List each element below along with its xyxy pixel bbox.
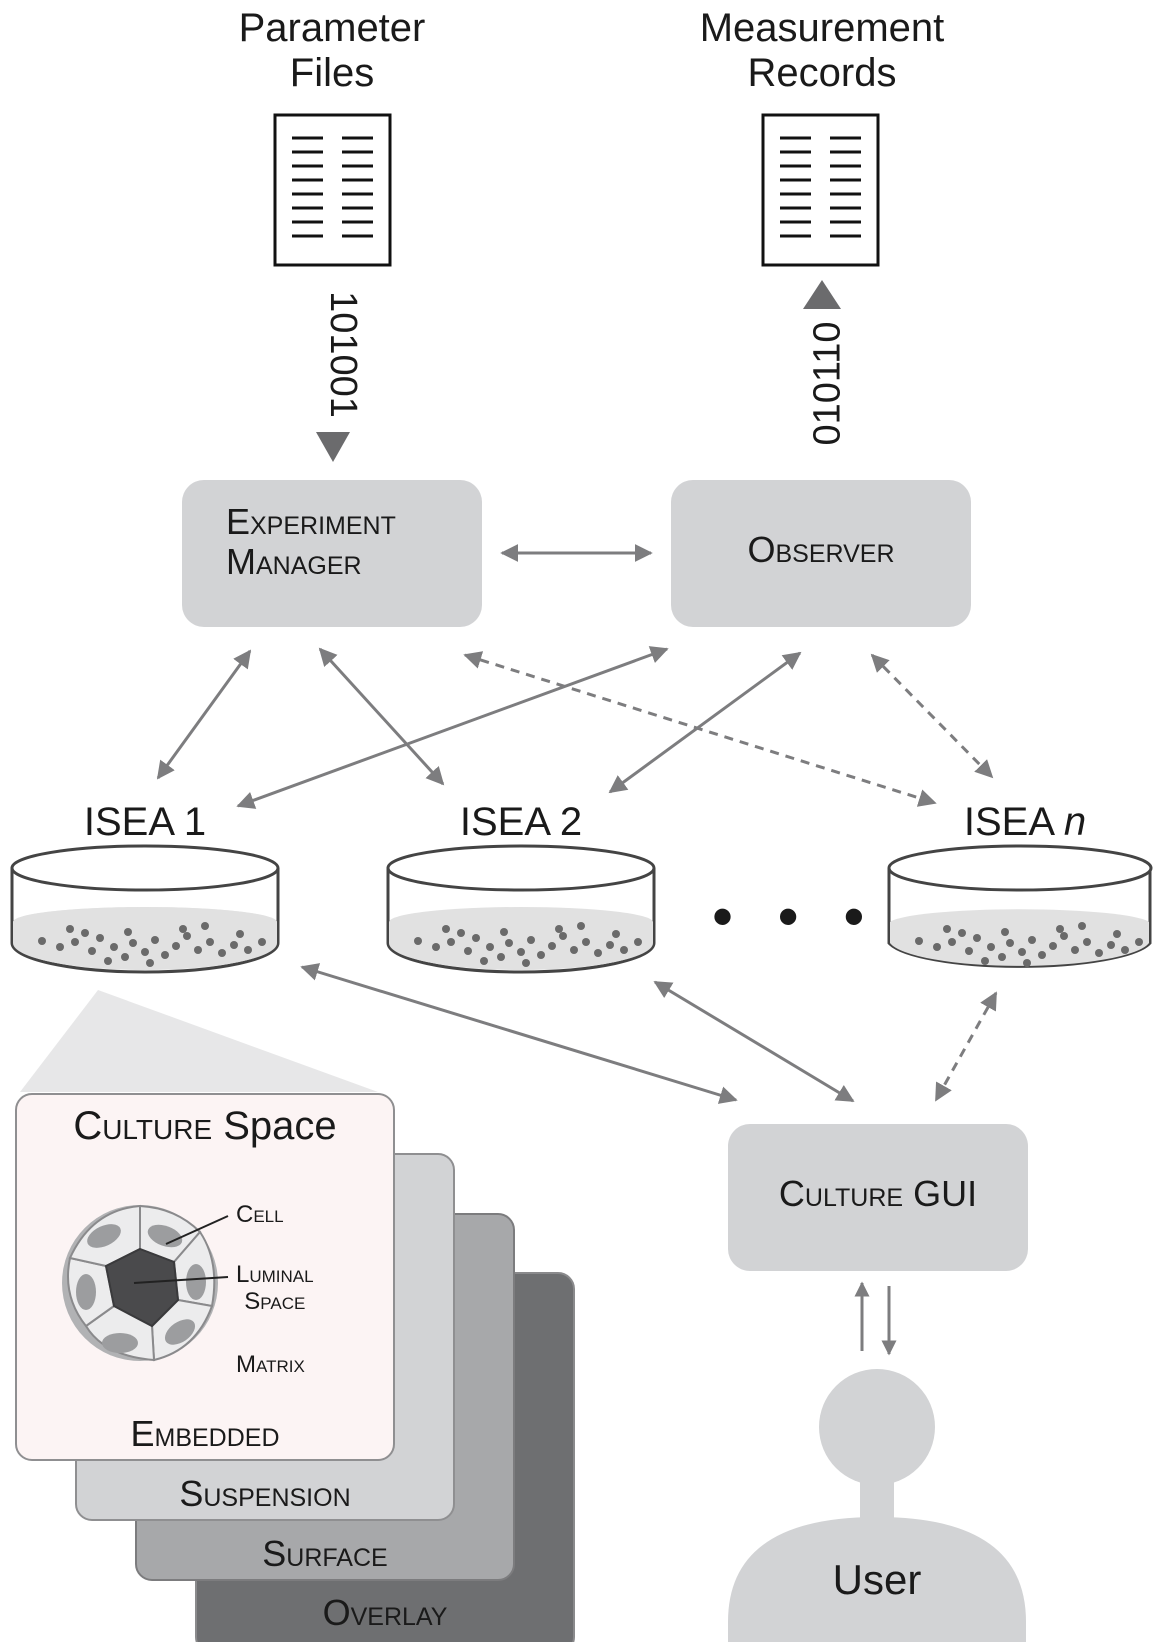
matrix-label: Matrix (236, 1351, 305, 1378)
culture-gui-label: Culture GUI (728, 1173, 1028, 1214)
parameter-files-label: Parameter Files (238, 6, 426, 95)
layer-overlay-label: Overlay (322, 1592, 448, 1633)
user-icon (728, 1369, 1026, 1642)
arrow-isea2-gui (653, 980, 855, 1103)
isea-1-label: ISEA 1 (83, 800, 207, 844)
parameter-files-icon (273, 113, 392, 267)
isea-2-label: ISEA 2 (459, 800, 583, 844)
arrow-em-iseaN (463, 651, 937, 807)
output-triangle-icon (803, 280, 841, 309)
ellipsis: • • • (712, 883, 879, 950)
arrow-em-isea2 (318, 647, 445, 786)
layer-embedded-label: Embedded (130, 1413, 280, 1454)
arrow-observer-iseaN (870, 653, 994, 779)
petri-dish-iseaN (887, 844, 1153, 968)
culture-gui-label-rest: GUI (903, 1173, 978, 1214)
layer-suspension-label: Suspension (179, 1473, 351, 1514)
arrow-isea1-gui (300, 963, 738, 1104)
observer-label: Observer (747, 529, 895, 570)
arrow-em-isea1 (156, 649, 252, 780)
input-triangle-icon (316, 432, 350, 462)
culture-gui-label-smallcaps: Culture (778, 1173, 904, 1214)
measurement-records-icon (761, 113, 880, 267)
isea-n-prefix: ISEA (963, 800, 1064, 844)
culture-space-title-smallcaps: Culture (73, 1104, 213, 1148)
culture-space-title: Culture Space (16, 1104, 394, 1149)
experiment-manager-box (182, 480, 482, 627)
output-binary-stream: 010110 (806, 321, 849, 446)
isea-n-variable: n (1063, 800, 1087, 844)
culture-space-title-rest: Space (212, 1104, 337, 1148)
luminal-space-label: Luminal Space (236, 1261, 314, 1315)
dashed-arrows (463, 651, 998, 1102)
user-gui-arrows (854, 1281, 897, 1356)
arrow-iseaN-gui (934, 991, 998, 1102)
petri-dish-isea1 (10, 844, 280, 974)
experiment-manager-label: Experiment Manager (226, 501, 396, 583)
observer-box (671, 480, 971, 627)
layer-surface-label: Surface (262, 1533, 388, 1574)
user-label: User (832, 1556, 922, 1603)
cell-label: Cell (236, 1201, 284, 1228)
arrow-observer-isea2 (608, 651, 802, 794)
zoom-wedge (20, 990, 378, 1092)
acinus-illustration (62, 1204, 229, 1362)
arrow-observer-isea1 (236, 646, 669, 809)
petri-dish-isea2 (386, 844, 656, 974)
isea-n-label: ISEA n (940, 800, 1110, 845)
measurement-records-label: Measurement Records (699, 6, 945, 95)
culture-gui-box (728, 1124, 1028, 1271)
input-binary-stream: 101001 (321, 291, 364, 418)
